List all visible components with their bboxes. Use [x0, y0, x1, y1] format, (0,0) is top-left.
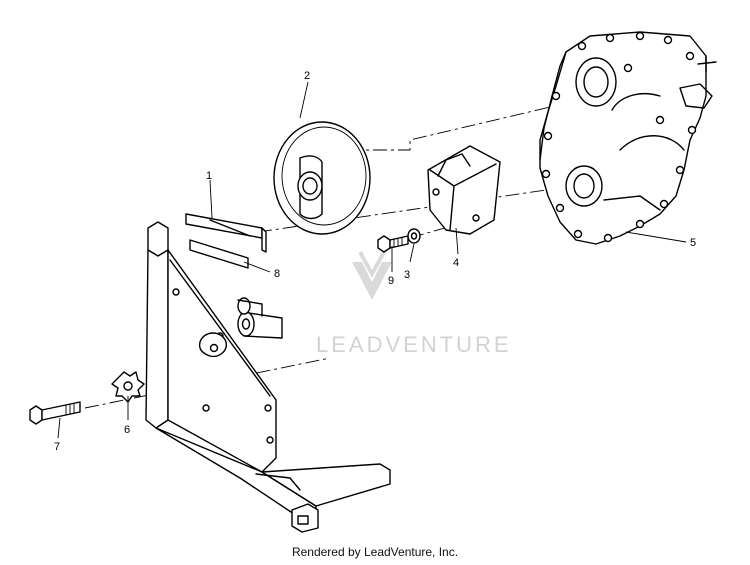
callout-3: 3: [404, 269, 410, 281]
cap-screw-small: [377, 235, 409, 253]
callout-4: 4: [453, 257, 459, 269]
callout-1: 1: [206, 170, 212, 182]
watermark-text: LEADVENTURE: [316, 332, 512, 357]
callout-7: 7: [54, 441, 60, 453]
housing-bolts: [541, 31, 697, 243]
cam-disc: [198, 332, 227, 358]
leader-lines: [57, 81, 687, 439]
carriage-bolt: [29, 401, 81, 425]
callout-8: 8: [274, 268, 280, 280]
spacer-bushing: [237, 297, 283, 339]
watermark: LEADVENTURE: [316, 251, 512, 357]
callout-2: 2: [304, 70, 310, 82]
shim: [189, 239, 249, 269]
star-washer: [111, 371, 145, 403]
callout-6: 6: [124, 424, 130, 436]
frame-bracket: [145, 221, 391, 533]
transmission-housing: [539, 31, 717, 245]
washer: [407, 228, 421, 244]
drive-pulley: [273, 121, 371, 235]
callout-9: 9: [388, 275, 394, 287]
callout-5: 5: [690, 237, 696, 249]
callout-labels: 1 2 3 4 5 6 7 8 9: [54, 70, 696, 453]
mounting-bracket: [427, 145, 501, 235]
render-credit: Rendered by LeadVenture, Inc.: [291, 545, 459, 559]
angle-plate: [185, 213, 267, 253]
